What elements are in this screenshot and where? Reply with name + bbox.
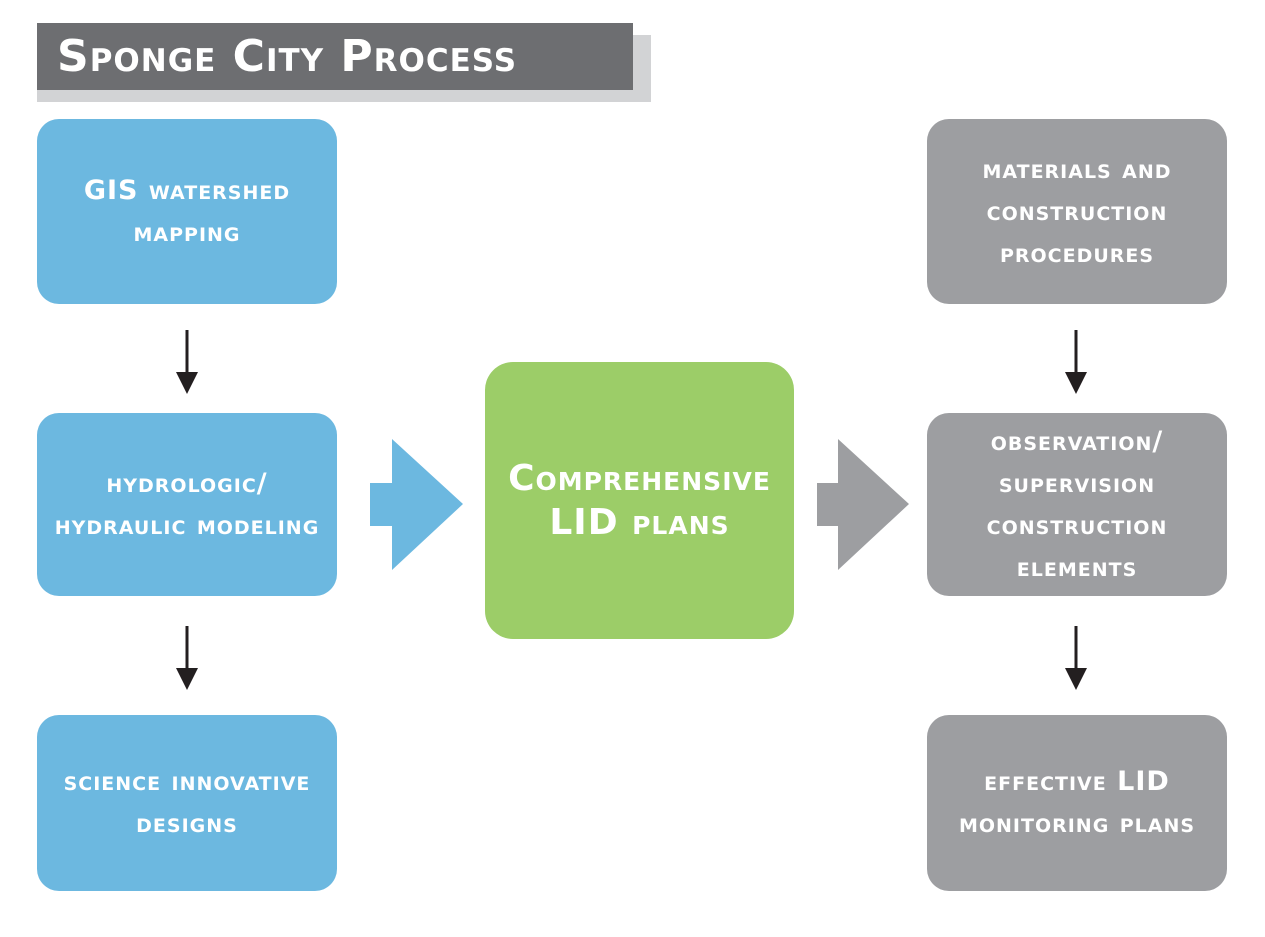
- effective-lid-monitoring-box: effective LID monitoring plans: [927, 715, 1227, 891]
- hydrologic-modeling-box: hydrologic/ hydraulic modeling: [37, 413, 337, 596]
- arrow-down-materials-to-observation: [1065, 330, 1087, 394]
- science-innovative-designs-box: science innovative designs: [37, 715, 337, 891]
- observation-supervision-box: observation/ supervision construction el…: [927, 413, 1227, 596]
- effective-lid-monitoring-label: effective LID monitoring plans: [958, 766, 1196, 839]
- hydrologic-modeling-label: hydrologic/ hydraulic modeling: [54, 467, 320, 541]
- gis-watershed-mapping-label: GIS watershed mapping: [83, 174, 291, 248]
- comprehensive-lid-plans-box: Comprehensive LID plans: [485, 362, 794, 639]
- gis-watershed-mapping-box: GIS watershed mapping: [37, 119, 337, 304]
- arrow-down-gis-to-hydro: [176, 330, 198, 394]
- title-banner: Sponge City Process: [37, 23, 633, 90]
- arrow-down-observation-to-effective: [1065, 626, 1087, 690]
- big-arrow-right-gray: [817, 439, 909, 570]
- diagram-title: Sponge City Process: [57, 30, 518, 82]
- materials-construction-box: materials and construction procedures: [927, 119, 1227, 304]
- materials-construction-label: materials and construction procedures: [982, 153, 1172, 269]
- observation-supervision-label: observation/ supervision construction el…: [986, 425, 1168, 583]
- arrow-down-hydro-to-science: [176, 626, 198, 690]
- comprehensive-lid-plans-label: Comprehensive LID plans: [508, 457, 771, 543]
- science-innovative-designs-label: science innovative designs: [63, 766, 311, 839]
- big-arrow-right-blue: [370, 439, 463, 570]
